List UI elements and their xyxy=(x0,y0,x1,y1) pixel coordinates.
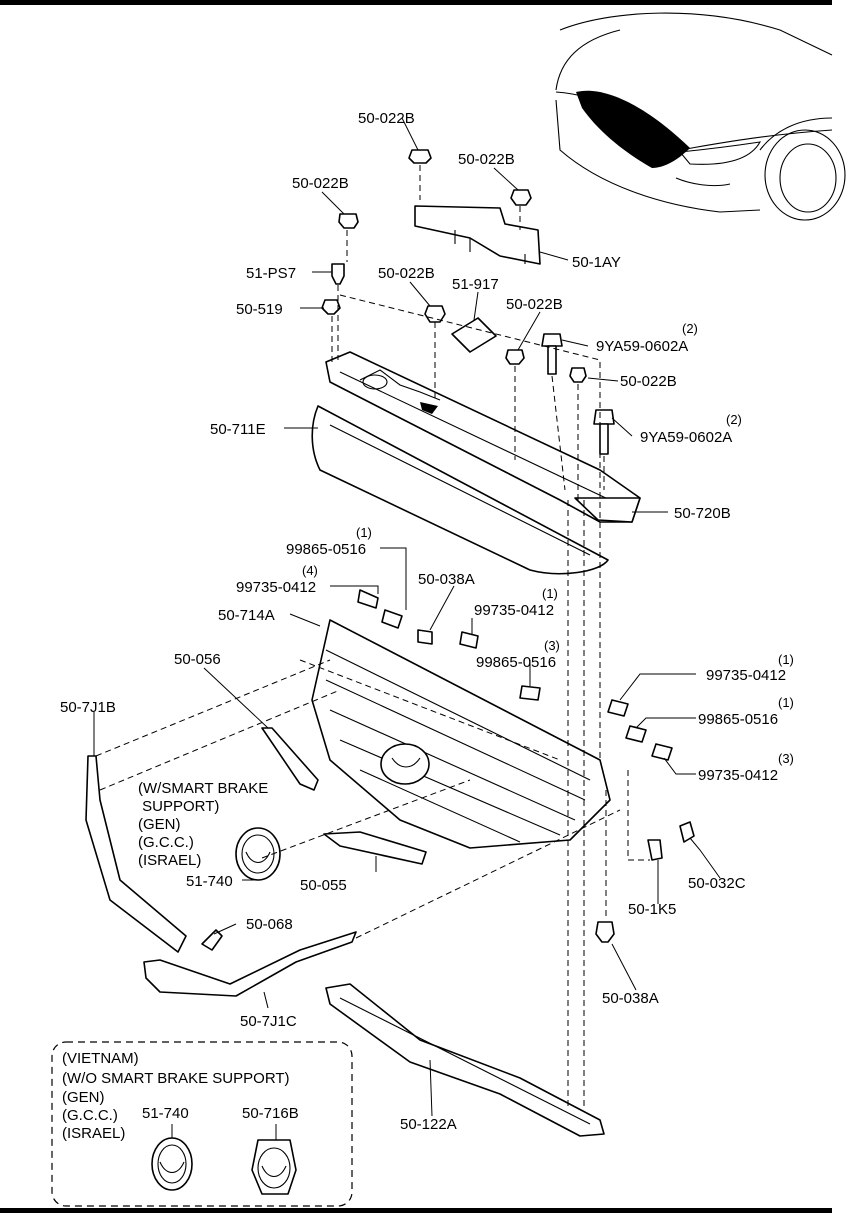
label-50-022b: 50-022B xyxy=(620,373,677,390)
qty-99865-0516: (3) xyxy=(544,638,560,653)
note-vietnam-line-4: (G.C.C.) xyxy=(62,1107,118,1124)
label-99735-0412: 99735-0412 xyxy=(698,767,778,784)
molding-50-056 xyxy=(261,727,319,791)
label-50-055: 50-055 xyxy=(300,877,347,894)
upper-cover-50-1ay xyxy=(414,205,541,265)
label-50-714a: 50-714A xyxy=(218,607,275,624)
label-50-122a: 50-122A xyxy=(400,1116,457,1133)
note-vietnam-line-2: (W/O SMART BRAKE SUPPORT) xyxy=(62,1070,290,1087)
side-trim-50-720b xyxy=(574,497,641,523)
note-smart-brake-line-3: (GEN) xyxy=(138,816,181,833)
label-50-711e: 50-711E xyxy=(210,421,266,438)
note-smart-brake-line-2: SUPPORT) xyxy=(138,798,219,815)
push-pin-icon xyxy=(331,263,345,285)
label-99865-0516: 99865-0516 xyxy=(476,654,556,671)
label-51-740: 51-740 xyxy=(142,1105,189,1122)
label-51-740: 51-740 xyxy=(186,873,233,890)
qty-9ya59-0602a: (2) xyxy=(682,321,698,336)
label-99865-0516: 99865-0516 xyxy=(286,541,366,558)
variant-box-vietnam xyxy=(51,1041,353,1207)
label-9ya59-0602a: 9YA59-0602A xyxy=(596,338,688,355)
note-smart-brake-line-5: (ISRAEL) xyxy=(138,852,201,869)
label-99735-0412: 99735-0412 xyxy=(474,602,554,619)
label-99865-0516: 99865-0516 xyxy=(698,711,778,728)
label-50-1k5: 50-1K5 xyxy=(628,901,676,918)
label-50-022b: 50-022B xyxy=(506,296,563,313)
clip-50-038a xyxy=(595,921,615,943)
label-50-7j1b: 50-7J1B xyxy=(60,699,116,716)
label-51-ps7: 51-PS7 xyxy=(246,265,296,282)
label-plate-51-917 xyxy=(451,317,497,353)
label-50-720b: 50-720B xyxy=(674,505,731,522)
label-51-917: 51-917 xyxy=(452,276,499,293)
radiator-grille xyxy=(311,619,611,849)
note-vietnam-line-5: (ISRAEL) xyxy=(62,1125,125,1142)
note-smart-brake-line-4: (G.C.C.) xyxy=(138,834,194,851)
clip-icon xyxy=(338,149,587,383)
label-50-022b: 50-022B xyxy=(458,151,515,168)
label-50-022b: 50-022B xyxy=(358,110,415,127)
nut-icon xyxy=(321,299,341,315)
qty-99735-0412: (3) xyxy=(778,751,794,766)
emblem-icon xyxy=(151,1124,193,1191)
label-50-519: 50-519 xyxy=(236,301,283,318)
top-rule xyxy=(0,0,832,5)
label-50-7j1c: 50-7J1C xyxy=(240,1013,297,1030)
label-50-716b: 50-716B xyxy=(242,1105,299,1122)
clip-50-068 xyxy=(201,929,223,951)
bolt-icon xyxy=(541,333,615,455)
label-50-032c: 50-032C xyxy=(688,875,746,892)
qty-9ya59-0602a: (2) xyxy=(726,412,742,427)
label-50-056: 50-056 xyxy=(174,651,221,668)
assembly-guide-lines xyxy=(95,165,650,1110)
label-50-022b: 50-022B xyxy=(292,175,349,192)
label-99735-0412: 99735-0412 xyxy=(236,579,316,596)
qty-99865-0516: (1) xyxy=(778,695,794,710)
clip-50-032c xyxy=(679,821,695,843)
lower-molding-50-7j1c xyxy=(143,931,357,997)
note-smart-brake-line-1: (W/SMART BRAKE xyxy=(138,780,268,797)
leader-lines xyxy=(93,117,721,1117)
molding-50-055 xyxy=(323,831,427,865)
label-50-022b: 50-022B xyxy=(378,265,435,282)
side-molding-50-7j1b xyxy=(85,755,187,953)
label-50-038a: 50-038A xyxy=(602,990,659,1007)
label-99735-0412: 99735-0412 xyxy=(706,667,786,684)
label-50-1ay: 50-1AY xyxy=(572,254,621,271)
qty-99735-0412: (1) xyxy=(778,652,794,667)
label-9ya59-0602a: 9YA59-0602A xyxy=(640,429,732,446)
emblem-with-radar-icon xyxy=(251,1124,297,1195)
qty-99865-0516: (1) xyxy=(356,525,372,540)
qty-99735-0412: (1) xyxy=(542,586,558,601)
label-50-068: 50-068 xyxy=(246,916,293,933)
screw-icon xyxy=(357,589,673,761)
qty-99735-0412: (4) xyxy=(302,563,318,578)
note-vietnam-line-3: (GEN) xyxy=(62,1089,105,1106)
note-vietnam-line-1: (VIETNAM) xyxy=(62,1050,139,1067)
lower-bracket-50-122a xyxy=(325,983,605,1137)
clip-50-1k5 xyxy=(647,839,663,861)
bottom-rule xyxy=(0,1208,832,1213)
label-50-038a: 50-038A xyxy=(418,571,475,588)
vehicle-locator-icon xyxy=(555,12,846,221)
